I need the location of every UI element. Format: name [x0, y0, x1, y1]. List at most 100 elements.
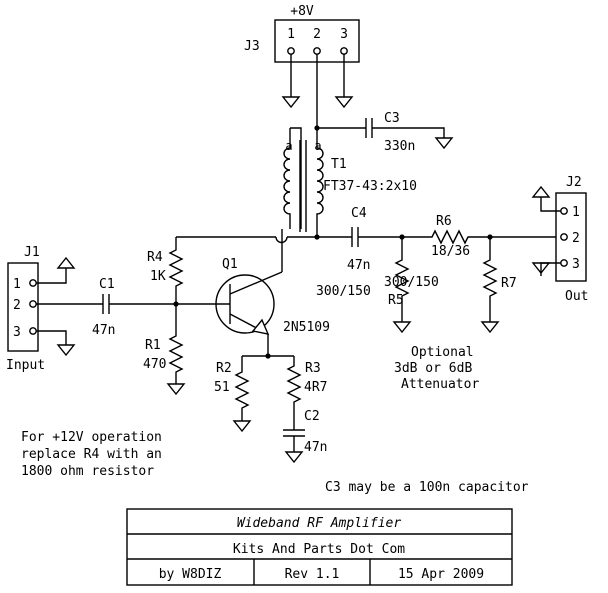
j2-pin-1 — [560, 207, 568, 215]
attenuator-note-line-3: Attenuator — [401, 377, 479, 392]
connector-j2: J2 1 2 3 Out — [531, 175, 588, 304]
r3-symbol — [286, 356, 302, 430]
c3-value: 330n — [384, 139, 415, 154]
r2-symbol — [234, 356, 250, 421]
r7-label: R7 — [501, 276, 517, 291]
j2-pin-2-label: 2 — [572, 231, 580, 246]
attenuator-note-line-1: Optional — [411, 345, 474, 360]
j3-pin-2-label: 2 — [313, 27, 321, 42]
q1-collector-lead — [229, 271, 283, 295]
r1-ground-icon — [166, 383, 186, 396]
t1-left-winding — [283, 127, 302, 229]
q1-part: 2N5109 — [283, 320, 330, 335]
j1-ground-icons — [56, 256, 76, 357]
q1-emitter-arrow-icon — [251, 318, 270, 335]
r4-value: 1K — [150, 269, 166, 284]
j3-pin-1 — [287, 47, 295, 55]
r1-symbol — [168, 304, 184, 384]
title-block-grid — [127, 533, 512, 585]
title-block-title: Wideband RF Amplifier — [237, 516, 402, 531]
supply-label: +8V — [290, 4, 314, 19]
connector-j3: +8V J3 1 2 3 — [244, 4, 360, 128]
collector-wiring — [176, 229, 352, 272]
t1-part: FT37-43:2x10 — [323, 179, 417, 194]
title-block-date: 15 Apr 2009 — [398, 567, 484, 582]
r6-symbol — [402, 229, 490, 245]
supply-note-line-3: 1800 ohm resistor — [21, 464, 154, 479]
j3-pin-1-label: 1 — [287, 27, 295, 42]
r3-value: 4R7 — [304, 380, 327, 395]
t1-right-winding — [316, 128, 324, 237]
q1-body — [215, 274, 275, 334]
capacitor-c3: C3 330n — [314, 111, 454, 154]
c3-label: C3 — [384, 111, 400, 126]
r1-label: R1 — [145, 338, 161, 353]
r5-label: R5 — [388, 293, 404, 308]
r5-value: 300/150 — [384, 275, 439, 290]
c4-value: 47n — [347, 258, 370, 273]
title-block-frame — [126, 508, 513, 586]
supply-note-line-2: replace R4 with an — [21, 447, 162, 462]
j1-pin-3 — [29, 327, 37, 335]
c3-symbol — [317, 118, 445, 138]
capacitor-c4: C4 47n — [347, 206, 402, 273]
j2-pin-2 — [560, 233, 568, 241]
r6-value: 18/36 — [431, 244, 470, 259]
c2-value: 47n — [304, 440, 327, 455]
transformer-t1: a a T1 FT37-43:2x10 — [283, 127, 417, 237]
c4-symbol — [351, 227, 402, 247]
j1-ground-leads — [36, 268, 67, 345]
j1-pin-3-label: 3 — [13, 325, 21, 340]
bias-network: R4 1K R1 470 — [143, 237, 230, 396]
notes: For +12V operation replace R4 with an 18… — [21, 430, 529, 495]
emitter-network: R2 51 R3 4R7 C2 47n — [214, 353, 327, 464]
j1-pin-1 — [29, 279, 37, 287]
c2-ground-icon — [284, 451, 304, 464]
r3-label: R3 — [305, 361, 321, 376]
title-block-company: Kits And Parts Dot Com — [233, 542, 405, 557]
j3-pin-2 — [313, 47, 321, 55]
j1-pin-2-label: 2 — [13, 298, 21, 313]
r2-ground-icon — [232, 420, 252, 433]
j3-label: J3 — [244, 39, 260, 54]
capacitor-c1: C1 47n — [36, 277, 179, 338]
r4-label: R4 — [147, 250, 163, 265]
t1-label: T1 — [331, 157, 347, 172]
j3-leads — [290, 54, 345, 128]
j2-pin-1-label: 1 — [572, 205, 580, 220]
r7-value: 300/150 — [316, 284, 371, 299]
transistor-q1: Q1 2N5109 — [215, 257, 330, 356]
j2-body — [555, 192, 587, 282]
r2-value: 51 — [214, 380, 230, 395]
j3-ground-icons — [281, 96, 354, 109]
j2-label: J2 — [566, 175, 582, 190]
t1-phase-dot-right: a — [314, 139, 321, 153]
c3-note: C3 may be a 100n capacitor — [325, 480, 529, 495]
t1-core — [299, 140, 307, 232]
j3-pin-3-label: 3 — [340, 27, 348, 42]
j1-body — [7, 262, 39, 352]
r5-ground-icon — [392, 321, 412, 334]
j2-pin-3-label: 3 — [572, 257, 580, 272]
c1-value: 47n — [92, 323, 115, 338]
r2-label: R2 — [216, 361, 232, 376]
r6-label: R6 — [436, 214, 452, 229]
attenuator-note-line-2: 3dB or 6dB — [394, 361, 472, 376]
c1-label: C1 — [99, 277, 115, 292]
r1-value: 470 — [143, 357, 166, 372]
c3-ground-icon — [434, 137, 454, 150]
j2-pin-3 — [560, 259, 568, 267]
connector-j1: J1 1 2 3 Input — [6, 245, 76, 373]
j1-pin-1-label: 1 — [13, 277, 21, 292]
c1-symbol — [36, 294, 176, 314]
r7-ground-icon — [480, 321, 500, 334]
attenuator: R6 18/36 R5 300/150 R7 300/150 Optional … — [316, 214, 556, 392]
j2-caption: Out — [565, 289, 588, 304]
j2-ground-icons — [531, 185, 551, 275]
r7-symbol — [482, 237, 498, 322]
q1-label: Q1 — [222, 257, 238, 272]
title-block-author: by W8DIZ — [159, 567, 222, 582]
r4-symbol — [168, 237, 184, 304]
supply-note-line-1: For +12V operation — [21, 430, 162, 445]
